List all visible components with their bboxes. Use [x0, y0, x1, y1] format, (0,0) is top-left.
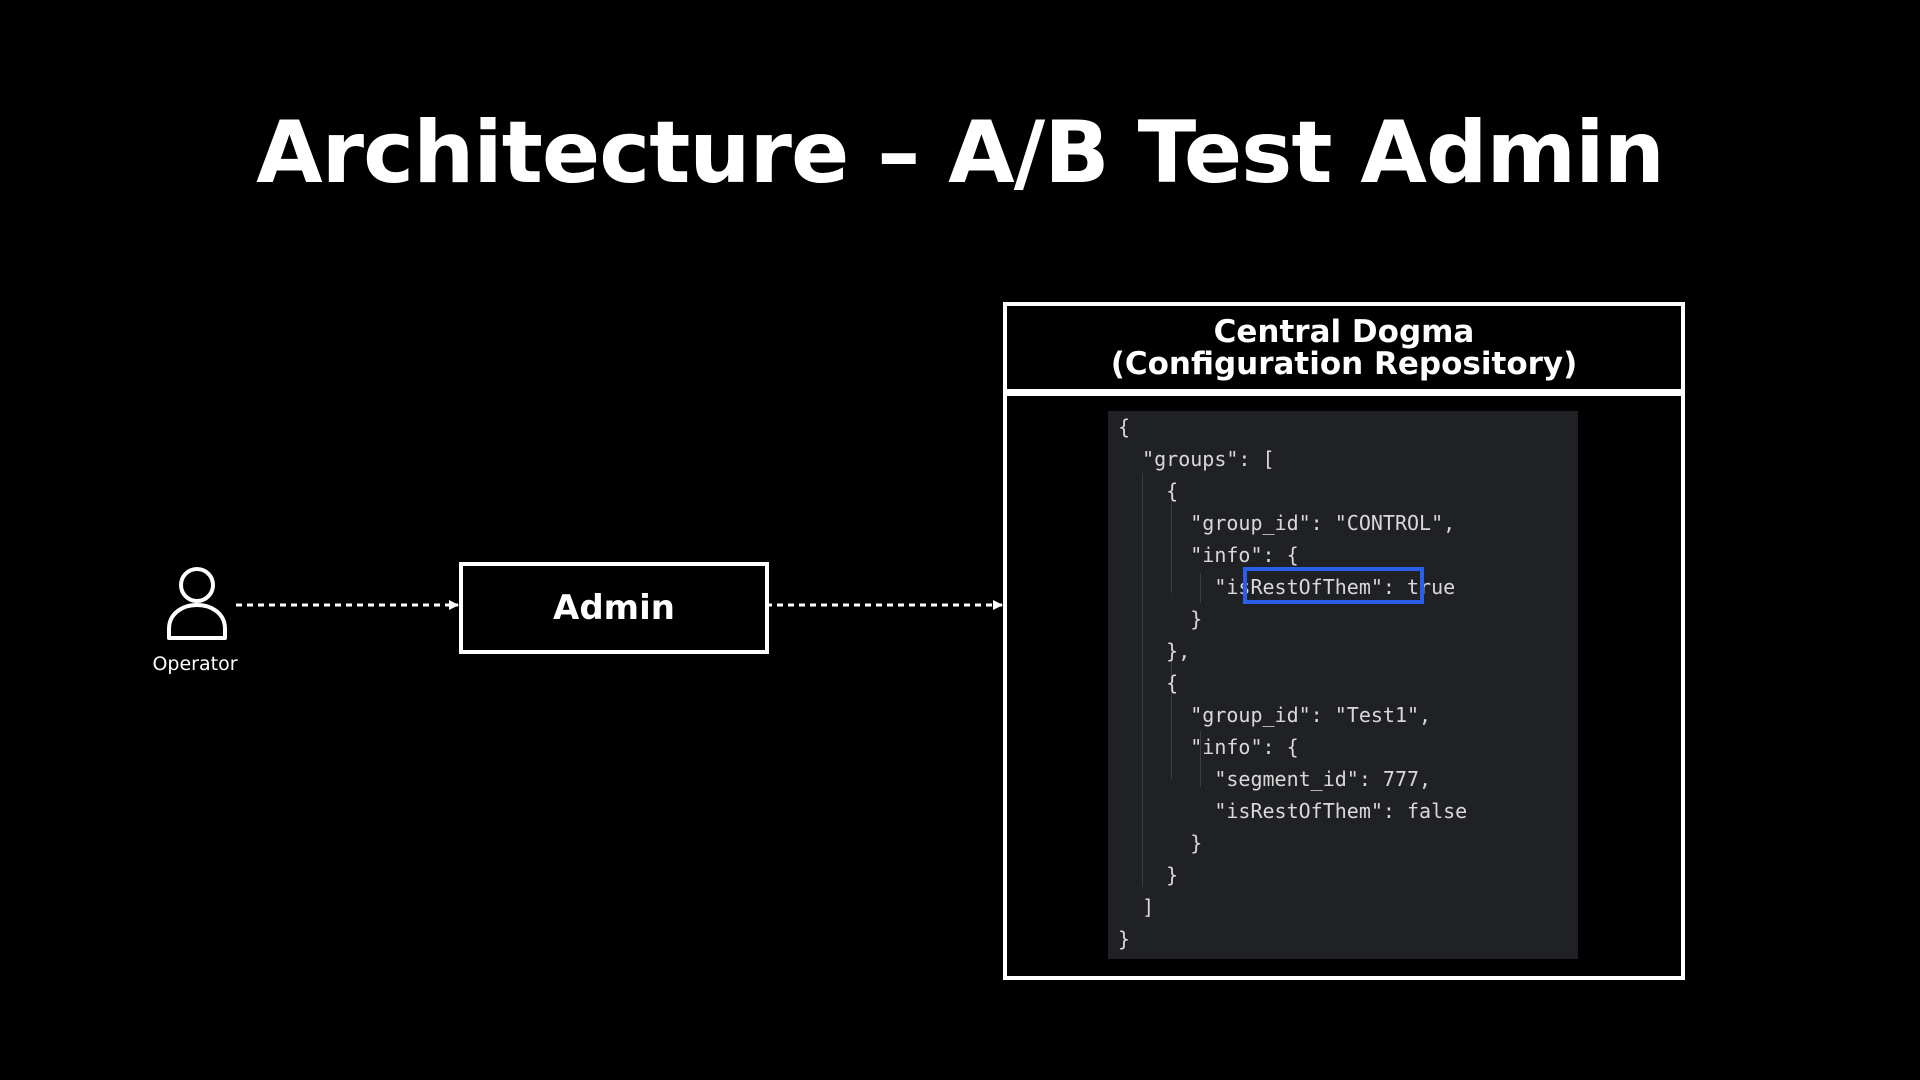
code-line: {	[1118, 415, 1131, 439]
code-line: },	[1118, 639, 1191, 663]
slide-title: Architecture – A/B Test Admin	[256, 103, 1665, 203]
indent-guide	[1200, 731, 1201, 787]
indent-guide	[1142, 473, 1143, 887]
code-line: "info": {	[1118, 543, 1299, 567]
code-line: }	[1118, 831, 1203, 855]
code-line: "segment_id": 777,	[1118, 767, 1432, 791]
code-line: ]	[1118, 895, 1155, 919]
operator-label: Operator	[152, 653, 238, 675]
code-line: "group_id": "CONTROL",	[1118, 511, 1456, 535]
indent-guide	[1171, 649, 1172, 779]
indent-guide	[1200, 573, 1201, 603]
code-line: }	[1118, 863, 1179, 887]
code-line: {	[1118, 671, 1179, 695]
admin-label: Admin	[553, 588, 675, 628]
indent-guide	[1171, 493, 1172, 593]
highlight-box	[1243, 567, 1424, 604]
code-line: "group_id": "Test1",	[1118, 703, 1432, 727]
central-dogma-header: Central Dogma (Configuration Repository)	[1003, 302, 1685, 393]
admin-box: Admin	[459, 562, 769, 654]
code-line: }	[1118, 607, 1203, 631]
code-line: {	[1118, 479, 1179, 503]
json-code-panel: { "groups": [ { "group_id": "CONTROL", "…	[1108, 411, 1578, 959]
central-dogma-title: Central Dogma	[1213, 313, 1475, 350]
code-line: "isRestOfThem": false	[1118, 799, 1468, 823]
central-dogma-body	[1003, 392, 1685, 980]
operator-actor: Operator	[150, 565, 240, 675]
code-line: "groups": [	[1118, 447, 1275, 471]
code-line: }	[1118, 927, 1131, 951]
code-line: "info": {	[1118, 735, 1299, 759]
person-icon	[167, 567, 227, 640]
central-dogma-subtitle: (Configuration Repository)	[1110, 345, 1578, 382]
